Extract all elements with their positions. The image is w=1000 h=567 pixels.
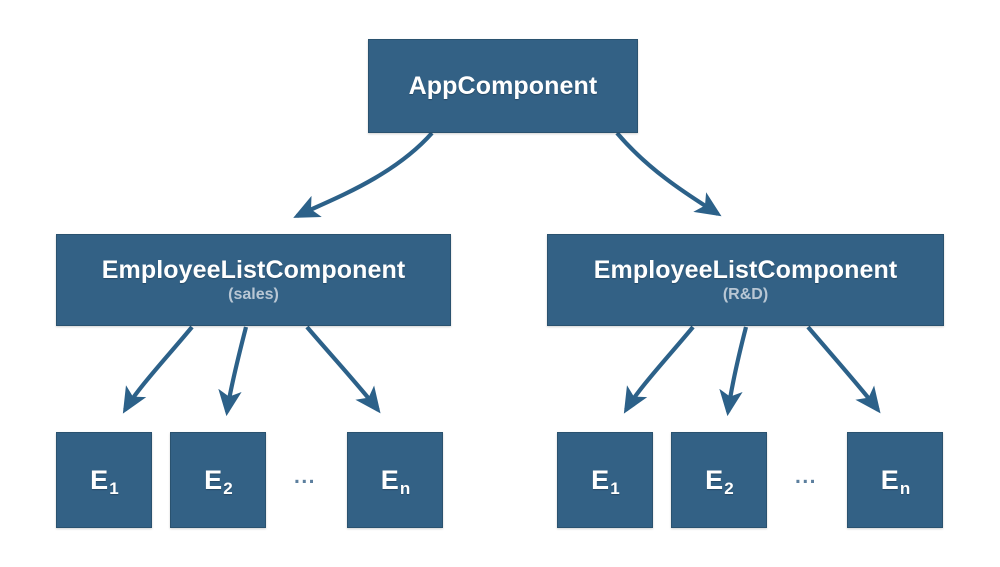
node-sales-employee-2[interactable]: E2 (170, 432, 266, 528)
node-sales-employee-n-label: En (380, 464, 410, 498)
employee-base-letter: E (90, 464, 109, 495)
node-employee-list-rd-label: EmployeeListComponent (593, 255, 898, 284)
node-app-component-label: AppComponent (408, 71, 598, 100)
employee-index: n (899, 478, 911, 498)
node-rd-employee-1[interactable]: E1 (557, 432, 653, 528)
edge-sales-to-en (305, 325, 381, 414)
node-rd-employee-n-label: En (880, 464, 910, 498)
employee-index: n (399, 478, 411, 498)
node-employee-list-rd-subtitle: (R&D) (722, 285, 769, 303)
employee-base-letter: E (380, 464, 399, 495)
edge-rd-to-e1 (623, 325, 695, 414)
node-employee-list-sales[interactable]: EmployeeListComponent (sales) (56, 234, 451, 326)
employee-base-letter: E (591, 464, 610, 495)
edge-rd-to-en (806, 325, 881, 414)
node-sales-employee-1[interactable]: E1 (56, 432, 152, 528)
edge-app-to-rd (615, 131, 722, 217)
node-employee-list-sales-label: EmployeeListComponent (101, 255, 406, 284)
node-rd-employee-1-label: E1 (591, 464, 620, 498)
edge-sales-to-e2 (218, 326, 249, 417)
node-sales-employee-1-label: E1 (90, 464, 119, 498)
node-sales-employee-n[interactable]: En (347, 432, 443, 528)
edge-rd-to-e2 (719, 326, 749, 417)
ellipsis-rd: ... (794, 465, 817, 488)
node-rd-employee-2[interactable]: E2 (671, 432, 767, 528)
node-employee-list-sales-subtitle: (sales) (228, 285, 279, 303)
edge-app-to-sales (293, 131, 434, 218)
node-sales-employee-2-label: E2 (204, 464, 233, 498)
node-employee-list-rd[interactable]: EmployeeListComponent (R&D) (547, 234, 944, 326)
employee-base-letter: E (204, 464, 223, 495)
node-rd-employee-2-label: E2 (705, 464, 734, 498)
employee-index: 1 (109, 478, 119, 498)
edge-sales-to-e1 (122, 325, 194, 414)
node-rd-employee-n[interactable]: En (847, 432, 943, 528)
employee-base-letter: E (705, 464, 724, 495)
node-app-component[interactable]: AppComponent (368, 39, 638, 133)
ellipsis-sales: ... (293, 465, 316, 488)
employee-base-letter: E (880, 464, 899, 495)
employee-index: 1 (610, 478, 620, 498)
employee-index: 2 (223, 478, 233, 498)
employee-index: 2 (724, 478, 734, 498)
